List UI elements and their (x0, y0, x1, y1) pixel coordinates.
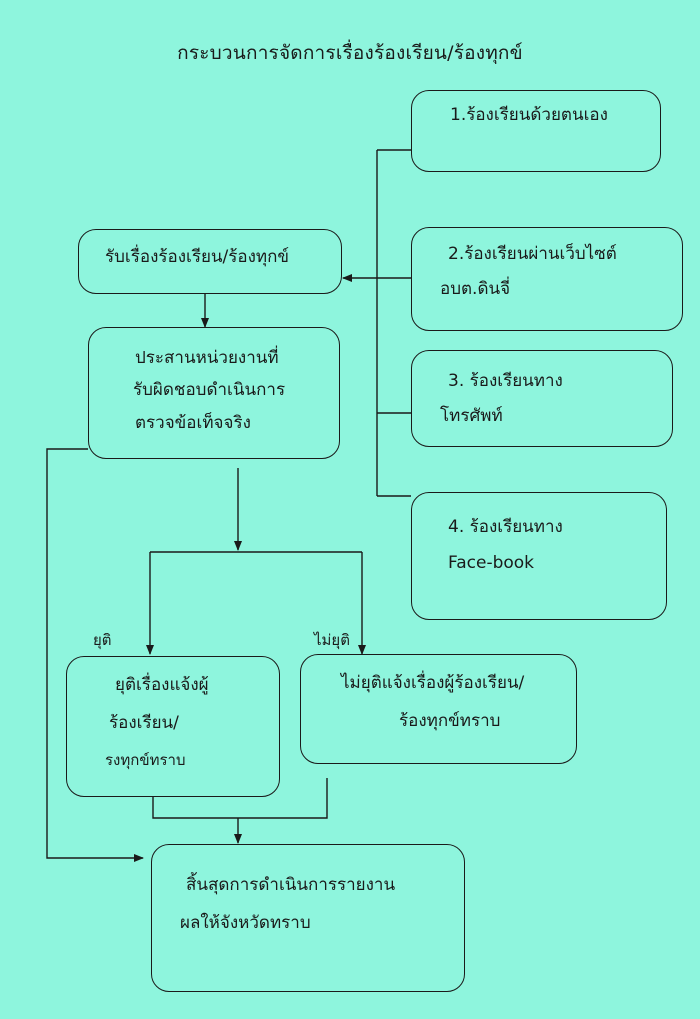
end-box: สิ้นสุดการดำเนินการรายงาน ผลให้จังหวัดทร… (151, 844, 465, 992)
bypass-line (46, 448, 144, 862)
channel-4-line-1: 4. ร้องเรียนทาง (448, 517, 563, 537)
unresolved-line-1: ไม่ยุติแจ้งเรื่องผู้ร้องเรียน/ (341, 673, 525, 693)
end-line-2: ผลให้จังหวัดทราบ (180, 913, 311, 934)
channel-4-line-2: Face-book (448, 553, 535, 574)
coordinate-line-1: ประสานหน่วยงานที่ (135, 348, 279, 368)
coordinate-line-2: รับผิดชอบดำเนินการ (133, 380, 286, 401)
unresolved-box: ไม่ยุติแจ้งเรื่องผู้ร้องเรียน/ ร้องทุกข์… (300, 654, 577, 764)
channel-3-line-1: 3. ร้องเรียนทาง (448, 371, 563, 391)
channel-1-line-1: 1.ร้องเรียนด้วยตนเอง (450, 105, 608, 125)
resolved-line-3: รงทุกข์ทราบ (105, 750, 186, 769)
receive-box: รับเรื่องร้องเรียน/ร้องทุกข์ (78, 229, 342, 294)
channel-box-4: 4. ร้องเรียนทาง Face-book (411, 492, 667, 620)
channel-3-line-2: โทรศัพท์ (440, 406, 503, 427)
resolved-box: ยุติเรื่องแจ้งผู้ ร้องเรียน/ รงทุกข์ทราบ (66, 656, 280, 797)
resolved-label: ยุติ (93, 631, 112, 649)
channel-box-3: 3. ร้องเรียนทาง โทรศัพท์ (411, 350, 673, 447)
channel-box-2: 2.ร้องเรียนผ่านเว็บไซต์ อบต.ดินจี่ (411, 227, 683, 331)
unresolved-line-2: ร้องทุกข์ทราบ (399, 711, 501, 732)
channel-2-line-1: 2.ร้องเรียนผ่านเว็บไซต์ (448, 244, 617, 264)
coordinate-box: ประสานหน่วยงานที่ รับผิดชอบดำเนินการ ตรว… (88, 327, 340, 459)
channel-box-1: 1.ร้องเรียนด้วยตนเอง (411, 90, 661, 172)
resolved-line-1: ยุติเรื่องแจ้งผู้ (115, 675, 209, 695)
receive-text: รับเรื่องร้องเรียน/ร้องทุกข์ (105, 247, 290, 267)
coordinate-line-3: ตรวจข้อเท็จจริง (135, 412, 251, 433)
end-line-1: สิ้นสุดการดำเนินการรายงาน (186, 875, 396, 895)
channel-2-line-2: อบต.ดินจี่ (440, 279, 511, 300)
page-title: กระบวนการจัดการเรื่องร้องเรียน/ร้องทุกข์ (177, 42, 523, 64)
unresolved-label: ไม่ยุติ (314, 631, 350, 649)
resolved-merge-line (152, 778, 328, 819)
resolved-line-2: ร้องเรียน/ (109, 713, 179, 734)
